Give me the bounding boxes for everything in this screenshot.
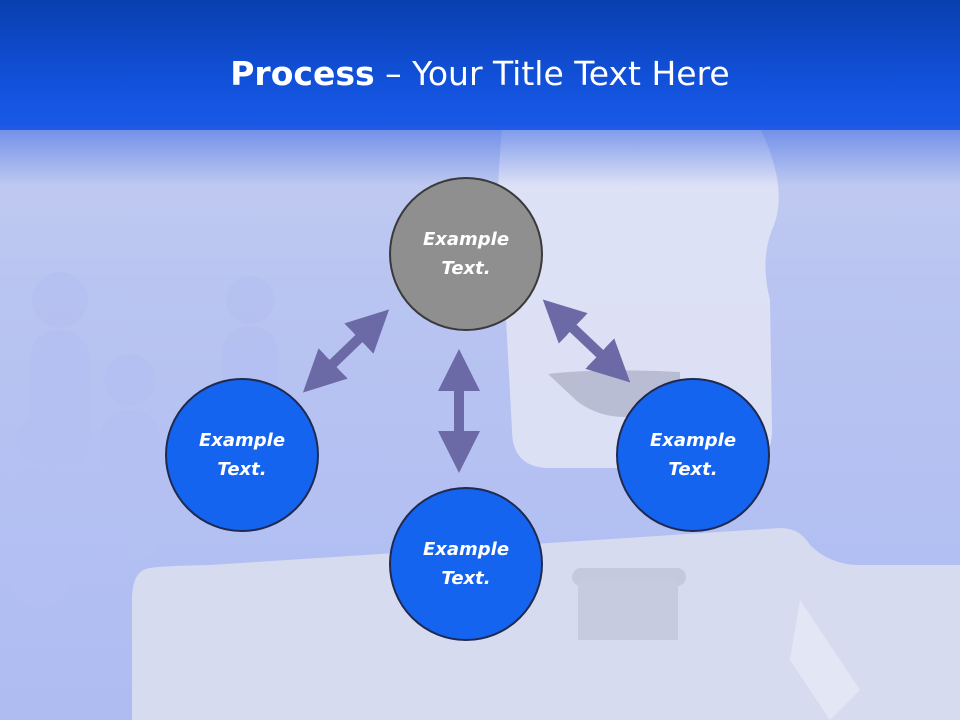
process-node-right: Example Text. — [616, 378, 770, 532]
process-node-bottom: Example Text. — [389, 487, 543, 641]
title-rest-part: – Your Title Text Here — [374, 54, 730, 93]
page-title: Process – Your Title Text Here — [0, 52, 960, 96]
title-bar-fade — [0, 126, 960, 186]
arrow-top-left — [302, 309, 390, 393]
node-label: Example Text. — [422, 229, 510, 279]
node-label: Example Text. — [198, 430, 286, 480]
process-node-top: Example Text. — [389, 177, 543, 331]
process-node-left: Example Text. — [165, 378, 319, 532]
arrow-top-right — [542, 299, 631, 383]
node-label: Example Text. — [649, 430, 737, 480]
node-label: Example Text. — [422, 539, 510, 589]
title-bar — [0, 0, 960, 130]
title-bold-part: Process — [230, 54, 375, 93]
